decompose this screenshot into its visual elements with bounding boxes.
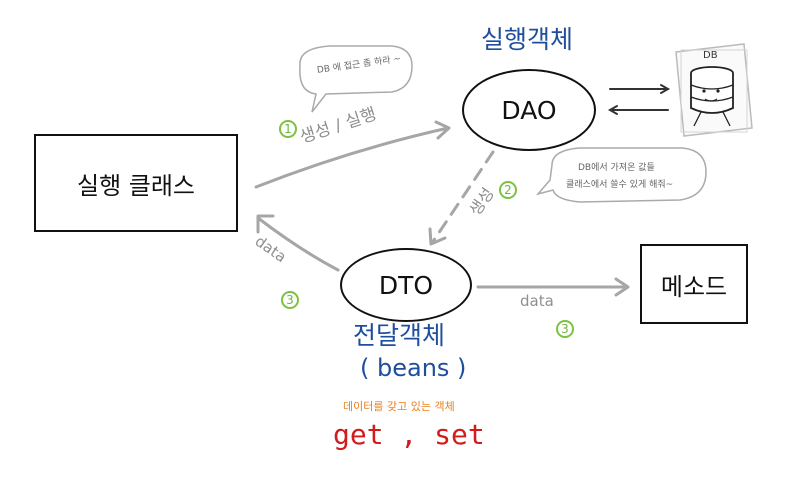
step-1-badge: 1 [279,120,297,138]
dto-getset: get , set [333,418,485,451]
arrowhead-data-to-class [256,214,275,234]
dao-node: DAO [462,69,596,151]
step-3-badge-class: 3 [281,291,299,309]
arrowhead-data-to-method [614,277,630,297]
dao-caption: 실행객체 [481,25,574,54]
dto-description: 데이터를 갖고 있는 객체 [343,400,455,413]
dto-label: DTO [378,270,434,300]
arrowhead-dao-to-db [660,84,671,94]
bubble-db-values [535,147,707,203]
bubble-db-access [299,45,413,113]
arrowhead-create-dto [428,227,447,246]
arrow-create-exec [254,126,450,189]
step-3-number-method: 3 [561,322,569,336]
dto-node: DTO [340,248,472,322]
step-3-badge-method: 3 [556,320,574,338]
method-box: 메소드 [640,244,748,324]
bubble-db-values-line1: DB에서 가져온 값들 [578,163,655,173]
method-label: 메소드 [660,272,728,301]
db-label: DB [703,50,718,61]
arrow-data-to-class [256,216,340,272]
bubble-db-values-line2: 클래스에서 쓸수 있게 해줘~ [566,180,674,190]
dto-beans: ( beans ) [360,354,467,382]
arrow-create-dto [430,150,495,245]
arrowhead-create-exec [434,120,451,140]
step-1-number: 1 [284,122,292,136]
exec-class-box: 실행 클래스 [34,134,238,232]
edge-label-data-to-method: data [520,292,554,310]
db-icon [675,43,753,137]
step-2-badge: 2 [499,181,517,199]
exec-class-label: 실행 클래스 [76,171,196,200]
step-3-number-class: 3 [286,293,294,307]
dto-caption: 전달객체 [353,321,446,350]
dao-label: DAO [501,95,557,125]
arrowhead-db-to-dao [607,105,618,115]
step-2-number: 2 [504,183,512,197]
